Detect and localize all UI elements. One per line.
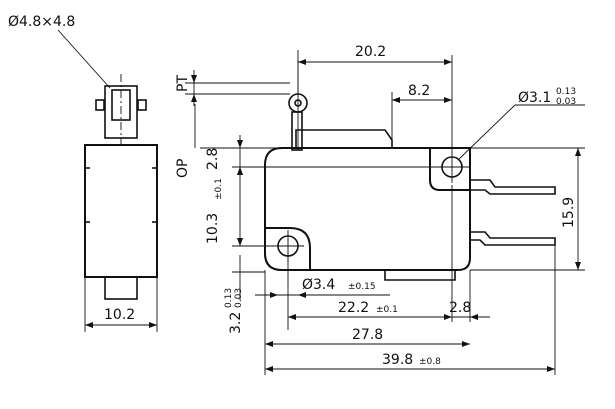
- dim-22-2-tol: ±0.1: [376, 305, 398, 315]
- roller-leader-line: [57, 29, 111, 89]
- dim-3-2: 3.2: [228, 312, 244, 334]
- terminal-lower: [470, 231, 556, 246]
- dim-39-8-tol: ±0.8: [419, 357, 441, 367]
- front-view: 20.2 8.2 Ø3.1 0.13 0.03 PT OP 2.8: [175, 44, 585, 375]
- dim-15-9: 15.9: [561, 197, 577, 228]
- dim-2-8-bottom: 2.8: [449, 300, 471, 316]
- hole-3-4-tol: ±0.15: [348, 282, 376, 292]
- terminal-upper: [470, 179, 556, 195]
- hole-3-1-label: Ø3.1: [518, 90, 551, 106]
- dim-3-2-tol-upper: 0.13: [224, 288, 234, 308]
- side-view: Ø4.8×4.8 10.2: [8, 14, 158, 332]
- dim-3-2-tol-lower: 0.03: [234, 288, 244, 308]
- terminal-stub: [104, 276, 138, 300]
- actuator-lever: [295, 129, 393, 148]
- dim-10-3: 10.3: [205, 213, 221, 244]
- dim-2-8-top: 2.8: [205, 148, 221, 170]
- dim-39-8: 39.8: [382, 352, 413, 368]
- roller-pin-right: [137, 99, 147, 111]
- left-hole-boss: [264, 227, 311, 271]
- dim-10-3-tol: ±0.1: [214, 178, 224, 200]
- terminal-bottom: [384, 270, 456, 281]
- dim-22-2: 22.2: [338, 300, 369, 316]
- hole-leader-line: [457, 104, 516, 161]
- hole-3-4-label: Ø3.4: [302, 277, 335, 293]
- op-label: OP: [175, 159, 191, 178]
- switch-body-side: [84, 144, 158, 278]
- dim-10-2: 10.2: [104, 307, 135, 323]
- roller-size-label: Ø4.8×4.8: [8, 14, 75, 30]
- dim-27-8: 27.8: [352, 327, 383, 343]
- lever-arm: [291, 111, 303, 151]
- dim-8-2: 8.2: [408, 83, 430, 99]
- roller-pin-left: [95, 99, 105, 111]
- hole-3-1-tol-lower: 0.03: [556, 97, 576, 107]
- hole-3-1-tol-upper: 0.13: [556, 87, 576, 97]
- dim-20-2: 20.2: [355, 44, 386, 60]
- pt-label: PT: [175, 75, 191, 92]
